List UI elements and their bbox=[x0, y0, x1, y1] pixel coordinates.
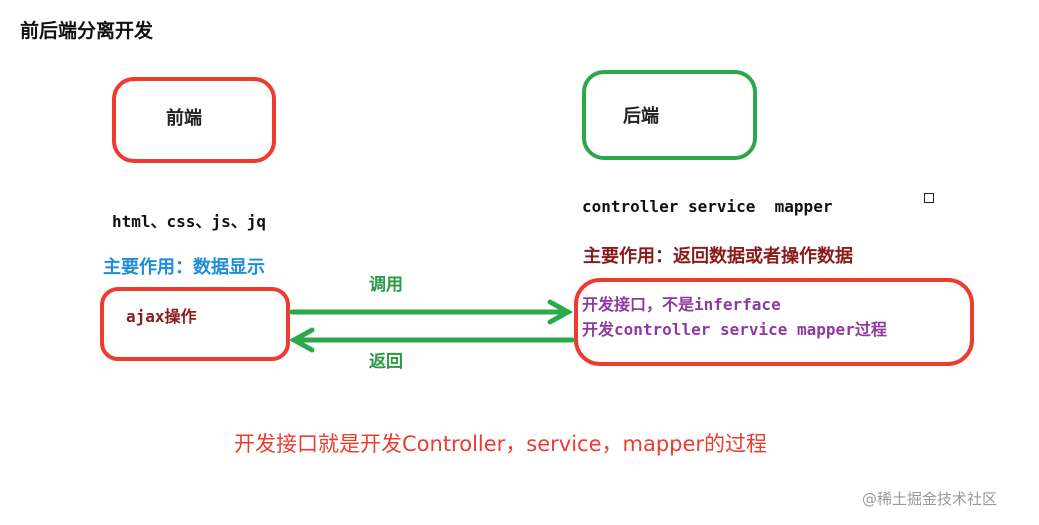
backend-label: 后端 bbox=[623, 106, 659, 127]
call-label: 调用 bbox=[369, 275, 403, 295]
interface-line-2: 开发controller service mapper过程 bbox=[582, 320, 887, 339]
frontend-label: 前端 bbox=[166, 108, 202, 129]
ajax-box bbox=[100, 287, 290, 361]
backend-tech: controller service mapper bbox=[582, 197, 833, 216]
backend-box bbox=[582, 70, 757, 160]
page-title: 前后端分离开发 bbox=[20, 20, 154, 42]
frontend-tech: html、css、js、jq bbox=[112, 212, 266, 231]
summary-text: 开发接口就是开发Controller，service，mapper的过程 bbox=[234, 432, 768, 456]
frontend-box bbox=[112, 77, 276, 163]
ajax-label: ajax操作 bbox=[126, 307, 197, 326]
call-arrow bbox=[289, 299, 574, 325]
backend-role: 主要作用：返回数据或者操作数据 bbox=[583, 246, 853, 267]
watermark: @稀土掘金技术社区 bbox=[862, 490, 998, 508]
return-label: 返回 bbox=[369, 352, 403, 372]
frontend-role: 主要作用：数据显示 bbox=[103, 257, 265, 278]
interface-box bbox=[574, 278, 974, 366]
small-square-icon bbox=[924, 193, 934, 203]
return-arrow bbox=[288, 327, 575, 353]
interface-line-1: 开发接口，不是inferface bbox=[582, 295, 781, 314]
